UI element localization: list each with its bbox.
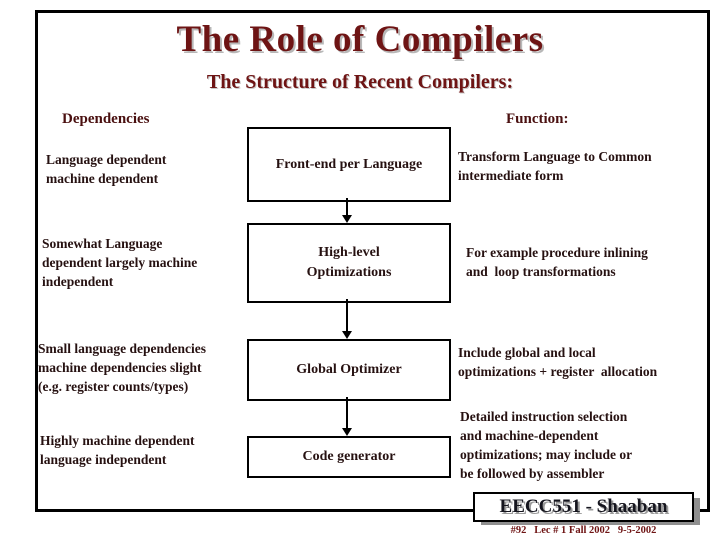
arrow-head [342, 215, 352, 223]
arrow-shaft [346, 397, 348, 429]
stage-box-code-generator-label: Code generator [302, 449, 396, 464]
course-banner-label: EECC551 - Shaaban [499, 496, 668, 517]
dependencies-column-header: Dependencies [62, 111, 150, 127]
function-note-global-optimizer: Include global and local optimizations +… [458, 345, 658, 379]
arrow-head [342, 428, 352, 436]
function-note-code-generator: Detailed instruction selection and machi… [460, 409, 633, 481]
slide-footer-note: #92 Lec # 1 Fall 2002 9-5-2002 [510, 525, 657, 536]
arrow-shaft [346, 299, 348, 332]
slide-subtitle: The Structure of Recent Compilers: [206, 71, 514, 93]
stage-box-front-end-label: Front-end per Language [275, 156, 423, 172]
stage-box-global-optimizer: Global Optimizer [247, 339, 451, 401]
dependency-note-code-generator: Highly machine dependent language indepe… [40, 433, 195, 467]
slide-border [35, 10, 710, 512]
dependency-note-high-level: Somewhat Language dependent largely mach… [42, 236, 198, 289]
function-column-header: Function: [506, 111, 569, 127]
stage-box-global-optimizer-label: Global Optimizer [296, 362, 402, 377]
function-note-front-end: Transform Language to Common intermediat… [458, 149, 652, 183]
course-banner: EECC551 - Shaaban [473, 492, 694, 522]
stage-box-front-end: Front-end per Language [247, 127, 451, 202]
arrow-head [342, 331, 352, 339]
function-note-high-level: For example procedure inlining and loop … [466, 245, 648, 279]
slide-title: The Role of Compilers [176, 19, 544, 60]
dependency-note-global-optimizer: Small language dependencies machine depe… [38, 341, 207, 394]
stage-box-code-generator: Code generator [247, 436, 451, 478]
stage-box-high-level-label: High-level Optimizations [306, 245, 392, 280]
dependency-note-front-end: Language dependent machine dependent [46, 152, 167, 186]
stage-box-high-level-optimizations: High-level Optimizations [247, 223, 451, 303]
arrow-shaft [346, 198, 348, 216]
